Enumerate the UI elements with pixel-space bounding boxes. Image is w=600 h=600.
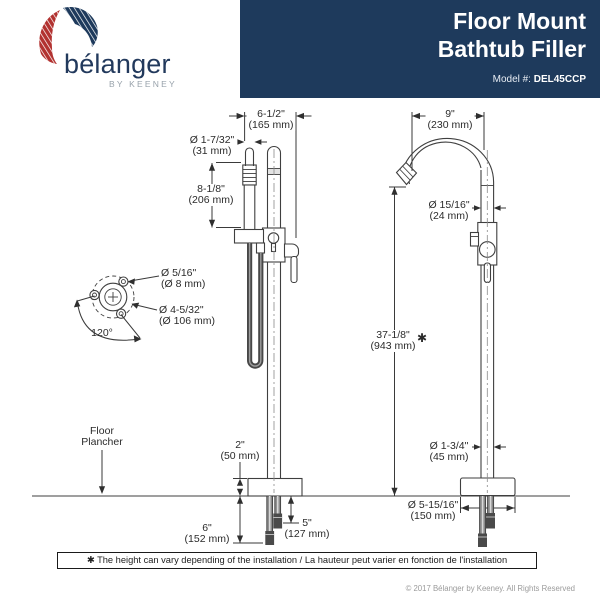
model-label: Model #: <box>492 74 531 85</box>
brand-tagline: BY KEENEY <box>109 79 177 89</box>
footnote-box: ✱ The height can vary depending of the i… <box>57 552 537 569</box>
dim-column-diameter-label: Ø 1-3/4" (45 mm) <box>427 440 471 463</box>
side-view-drawing <box>395 137 516 547</box>
dim-base-height-label: 2" (50 mm) <box>220 439 260 462</box>
belanger-swoosh-icon <box>39 7 98 64</box>
dim-hose-short-label: 5" (127 mm) <box>284 517 330 540</box>
front-view-drawing <box>233 145 303 545</box>
floor-label: Floor Plancher <box>81 425 123 448</box>
dim-overall-height-label: 37-1/8" (943 mm) <box>368 329 418 352</box>
brand-name: bélanger <box>64 49 171 79</box>
dim-overall-width-label: 6-1/2" (165 mm) <box>246 108 296 131</box>
dim-base-circle-label: Ø 4-5/32" (Ø 106 mm) <box>159 304 216 327</box>
dim-spout-diameter-label: Ø 15/16" (24 mm) <box>426 199 472 222</box>
page-title-line2: Bathtub Filler <box>437 36 586 62</box>
copyright-text: © 2017 Bélanger by Keeney. All Rights Re… <box>405 584 575 593</box>
dim-handshower-length-label: 8-1/8" (206 mm) <box>186 183 236 206</box>
dim-mounting-hole-label: Ø 5/16" (Ø 8 mm) <box>161 267 206 290</box>
top-view-detail <box>73 275 160 343</box>
title-banner: Floor Mount Bathtub Filler Model #: DEL4… <box>240 0 600 98</box>
model-number: Model #: DEL45CCP <box>493 74 586 85</box>
dim-angle-label: 120° <box>91 327 113 339</box>
brand-logo: bélanger BY KEENEY <box>0 0 240 98</box>
dim-spout-reach-label: 9" (230 mm) <box>425 108 475 131</box>
page-title-line1: Floor Mount <box>453 8 586 34</box>
height-note-mark: ✱ <box>417 331 428 345</box>
dim-hose-long-label: 6" (152 mm) <box>184 522 230 545</box>
dim-base-diameter-label: Ø 5-15/16" (150 mm) <box>407 499 459 522</box>
model-value: DEL45CCP <box>533 74 586 85</box>
dim-handshower-diameter-label: Ø 1-7/32" (31 mm) <box>189 134 235 157</box>
